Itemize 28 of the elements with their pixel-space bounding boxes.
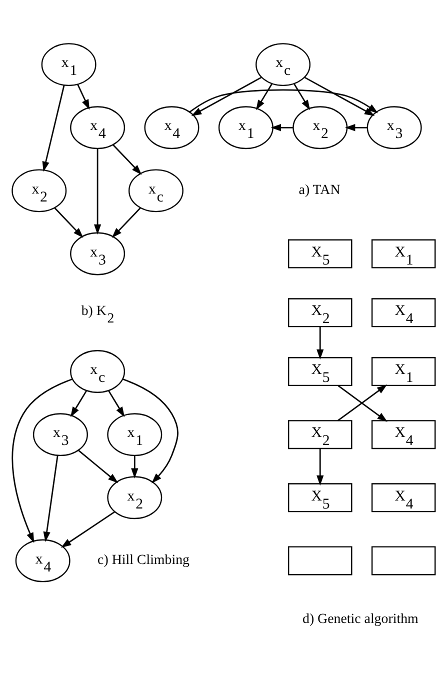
arrow [70, 390, 88, 417]
arrow [189, 88, 378, 113]
arrow [94, 148, 102, 234]
arrow [316, 326, 324, 360]
arrow [256, 83, 272, 110]
label: d) Genetic algorithm [302, 611, 418, 626]
arrow [122, 378, 178, 483]
arrow [12, 378, 73, 542]
node-box [288, 546, 352, 575]
arrow [304, 76, 375, 116]
arrow [54, 207, 84, 238]
label: a) TAN [298, 182, 340, 198]
arrow [78, 449, 118, 483]
arrow [108, 390, 125, 417]
arrow [112, 207, 141, 238]
arrow [77, 84, 90, 110]
arrow [191, 76, 262, 116]
arrow [112, 144, 142, 174]
arrow [294, 83, 310, 110]
label: c) Hill Climbing [98, 552, 190, 568]
arrow [131, 455, 138, 478]
arrow [42, 84, 65, 172]
arrow [270, 124, 294, 131]
arrow [60, 510, 116, 548]
arrow [316, 448, 324, 486]
arrow [344, 124, 368, 131]
arrow [43, 454, 58, 542]
node-box [371, 546, 436, 575]
